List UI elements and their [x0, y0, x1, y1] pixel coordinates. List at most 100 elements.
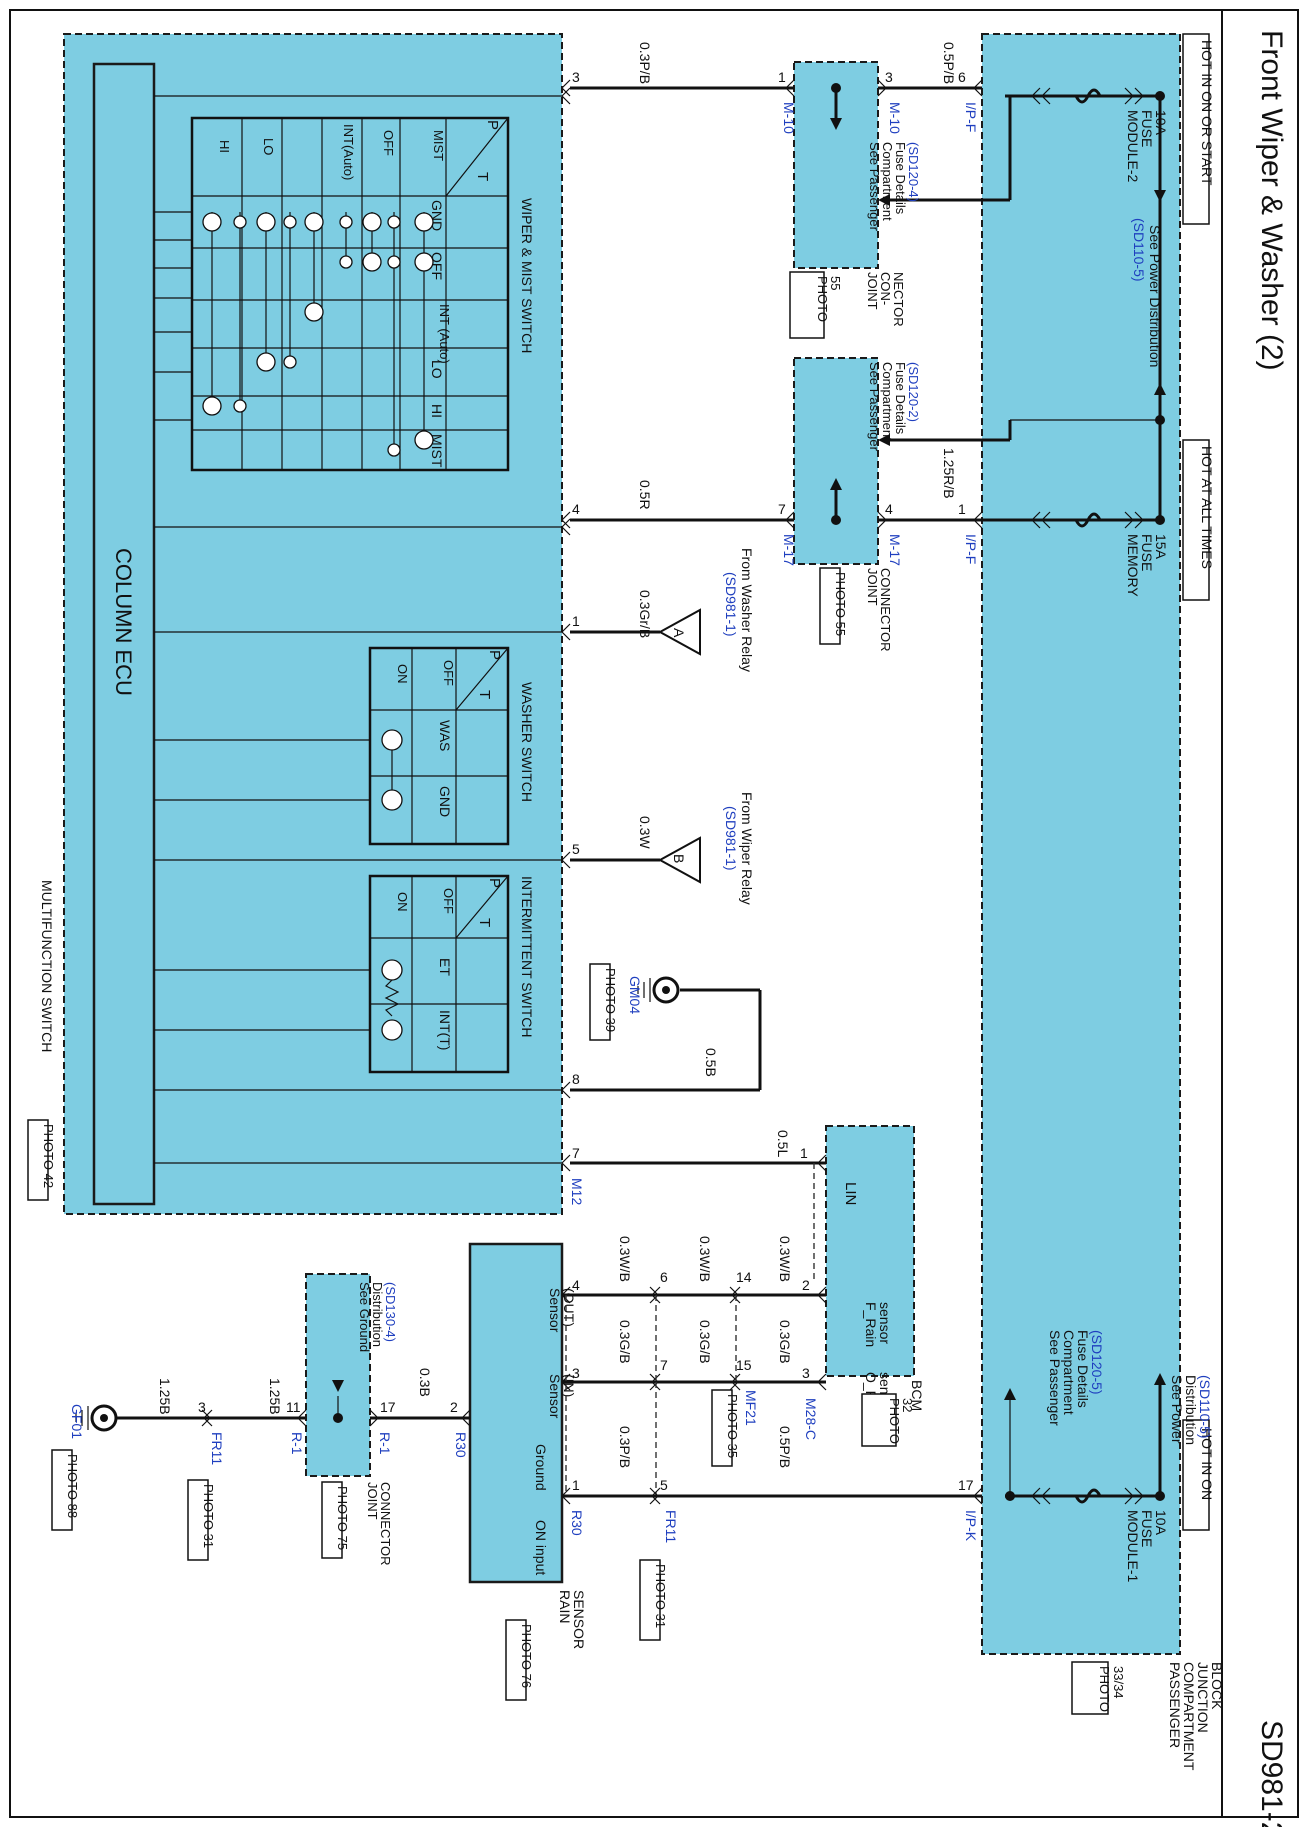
fr11-photo-box	[639, 1559, 661, 1641]
wiper-row-mist: MIST	[431, 130, 446, 161]
sd120-5-ref: (SD120-5)	[1089, 1330, 1105, 1395]
rs-ground: Ground	[533, 1444, 549, 1491]
mf21: MF21	[743, 1390, 759, 1426]
j2-line3: Fuse Details	[893, 362, 908, 435]
w1-wire: 0.5P/B	[941, 42, 957, 84]
rs-win-2: 0.3G/B	[697, 1320, 713, 1364]
module1-fuse-line2: FUSE	[1139, 1510, 1155, 1547]
mid-pin7: 7	[660, 1357, 668, 1373]
fr11-photo: PHOTO 31	[653, 1564, 668, 1628]
w6-pin: 5	[572, 841, 580, 857]
j3-label-2: CONNECTOR	[378, 1482, 393, 1566]
bcm-frain-1: F_Rain	[863, 1302, 879, 1347]
w8-conn: M12	[569, 1178, 585, 1205]
rs-out-1: Sensor	[547, 1288, 563, 1333]
washer-t: T	[476, 690, 493, 699]
module2-fuse-line3: 10A	[1153, 110, 1169, 136]
module2-fuse-line1: MODULE-2	[1125, 110, 1141, 183]
j3-ref: (SD130-4)	[383, 1282, 398, 1342]
w2-jconn: M-10	[781, 102, 797, 134]
joint-connector-r1	[305, 1273, 371, 1477]
bcm-photo-1: PHOTO	[887, 1398, 902, 1444]
j1-photo-1: PHOTO	[815, 276, 830, 322]
r1-conn-b: R-1	[289, 1432, 305, 1455]
memory-fuse-line3: 15A	[1153, 534, 1169, 560]
j3-label-1: JOINT	[365, 1482, 380, 1520]
gm04-photo-box	[589, 963, 611, 1041]
gnd-w2: 1.25B	[267, 1378, 283, 1415]
module1-fuse-line3: 10A	[1153, 1510, 1169, 1536]
washer-switch: WASHER SWITCH P T WAS GND OFF ON	[368, 646, 535, 846]
memory-fuse-group: HOT AT ALL TIMES MEMORY FUSE 15A	[1005, 420, 1215, 601]
bcm-photo-box	[861, 1393, 897, 1447]
j1-label-1: JOINT	[865, 272, 880, 310]
wiper-row-int: INT(Auto)	[341, 124, 356, 180]
j1-line2: Compartment	[880, 142, 895, 221]
rs-conn-r30-a: R30	[569, 1510, 585, 1536]
w8-bpin: 1	[800, 1145, 808, 1161]
rs-pin1: 1	[572, 1477, 580, 1493]
gm04: GM04	[627, 976, 643, 1014]
rs-wout-1: 0.3W/B	[777, 1236, 793, 1282]
module1-fuse-group: HOT IN ON MODULE-1 FUSE 10A See Power Di…	[1004, 1330, 1215, 1583]
see-pass-fuse-line2: Compartment	[1061, 1330, 1077, 1415]
memory-fuse-line1: MEMORY	[1125, 534, 1141, 597]
rs-pin3: 3	[572, 1365, 580, 1381]
mfs-photo-box	[27, 1119, 49, 1201]
rs-win-3: 0.3G/B	[617, 1320, 633, 1364]
w2-jpin: 1	[778, 69, 786, 85]
j1-photo-box	[789, 271, 825, 339]
inter-row-off: OFF	[441, 888, 456, 914]
j2-photo: PHOTO 55	[833, 572, 848, 636]
see-power-dist-label: See Power Distribution	[1147, 225, 1163, 367]
ref-a: A	[671, 628, 687, 638]
bcm	[825, 1125, 915, 1377]
jb-photo-box	[1071, 1661, 1109, 1715]
on-conn: I/P-K	[963, 1510, 979, 1542]
w3-pin: 1	[958, 501, 966, 517]
fr11-pin3: 3	[198, 1399, 206, 1415]
rs-photo: PHOTO 76	[519, 1624, 534, 1688]
j1-line1: See Passenger	[867, 142, 882, 232]
inter-title: INTERMITTENT SWITCH	[519, 876, 535, 1038]
mid-pin6: 6	[660, 1269, 668, 1285]
bcm-conn: M28-C	[803, 1398, 819, 1440]
bcm-frain-2: sensor	[877, 1302, 893, 1344]
hot-on-or-start-box	[1182, 33, 1210, 225]
inter-row-on: ON	[395, 892, 410, 912]
memory-fuse-line2: FUSE	[1139, 534, 1155, 571]
mf21-pin14: 14	[736, 1269, 752, 1285]
w4-jconn: M-17	[781, 534, 797, 566]
intermittent-switch: INTERMITTENT SWITCH P T ET INT(T) OFF ON	[368, 874, 535, 1074]
column-ecu	[92, 62, 156, 1206]
w4-pin: 4	[572, 501, 580, 517]
wiper-col-lo: LO	[429, 360, 445, 379]
wiper-title: WIPER & MIST SWITCH	[519, 198, 535, 353]
w5-pin: 1	[572, 613, 580, 629]
w2-pin: 3	[572, 69, 580, 85]
jb-label-line4: BLOCK	[1209, 1662, 1225, 1710]
page-code: SD981-2	[1255, 1720, 1288, 1827]
see-power-dist-2-line2: Distribution	[1183, 1375, 1199, 1445]
junction-block	[981, 33, 1181, 1655]
wiper-p: P	[484, 120, 501, 130]
bcm-label: BCM	[909, 1380, 925, 1411]
page-border	[9, 9, 1299, 1818]
r1-conn-a: R-1	[377, 1432, 393, 1455]
gnd-fr11-photo-box	[187, 1479, 209, 1561]
hot-in-on-box	[1182, 1419, 1210, 1531]
gf01-photo: PHOTO 88	[65, 1454, 80, 1518]
rs-label-2: SENSOR	[571, 1590, 587, 1649]
wiper-col-int: INT (Auto)	[437, 304, 452, 364]
j2-label-1: JOINT	[865, 568, 880, 606]
j3-photo-box	[321, 1481, 343, 1559]
see-pass-fuse-line1: See Passenger	[1047, 1330, 1063, 1426]
inter-t: T	[476, 918, 493, 927]
w7-wire: 0.5B	[703, 1048, 719, 1077]
rs-pin4: 4	[572, 1277, 580, 1293]
w3-jpin: 4	[885, 501, 893, 517]
hot-on-or-start-label: HOT IN ON OR START	[1199, 40, 1215, 186]
on-wire-2: 0.3P/B	[617, 1426, 633, 1468]
w8-wire: 0.5L	[775, 1130, 791, 1157]
